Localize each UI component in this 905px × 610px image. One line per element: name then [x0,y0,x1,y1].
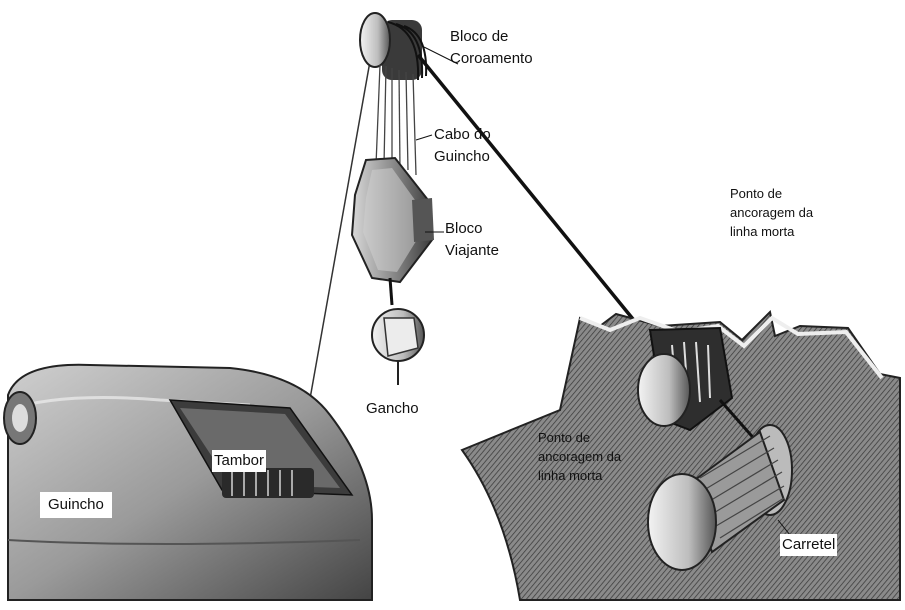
label-spool: Carretel [780,534,837,556]
dead-line [418,55,650,340]
label-drawworks: Guincho [40,492,112,518]
traveling-block [352,158,444,305]
label-drilling-line: Cabo do Guincho [434,124,491,168]
drawworks [4,365,372,600]
label-hook: Gancho [366,398,419,420]
label-deadline-anchor-bottom: Ponto de ancoragem da linha morta [538,428,621,485]
label-crown-block: Bloco de Coroamento [450,26,533,70]
label-drum: Tambor [212,450,266,472]
label-traveling-block: Bloco Viajante [445,218,499,262]
hook [372,309,424,385]
crown-block [360,13,426,80]
label-deadline-anchor-top: Ponto de ancoragem da linha morta [730,184,813,241]
